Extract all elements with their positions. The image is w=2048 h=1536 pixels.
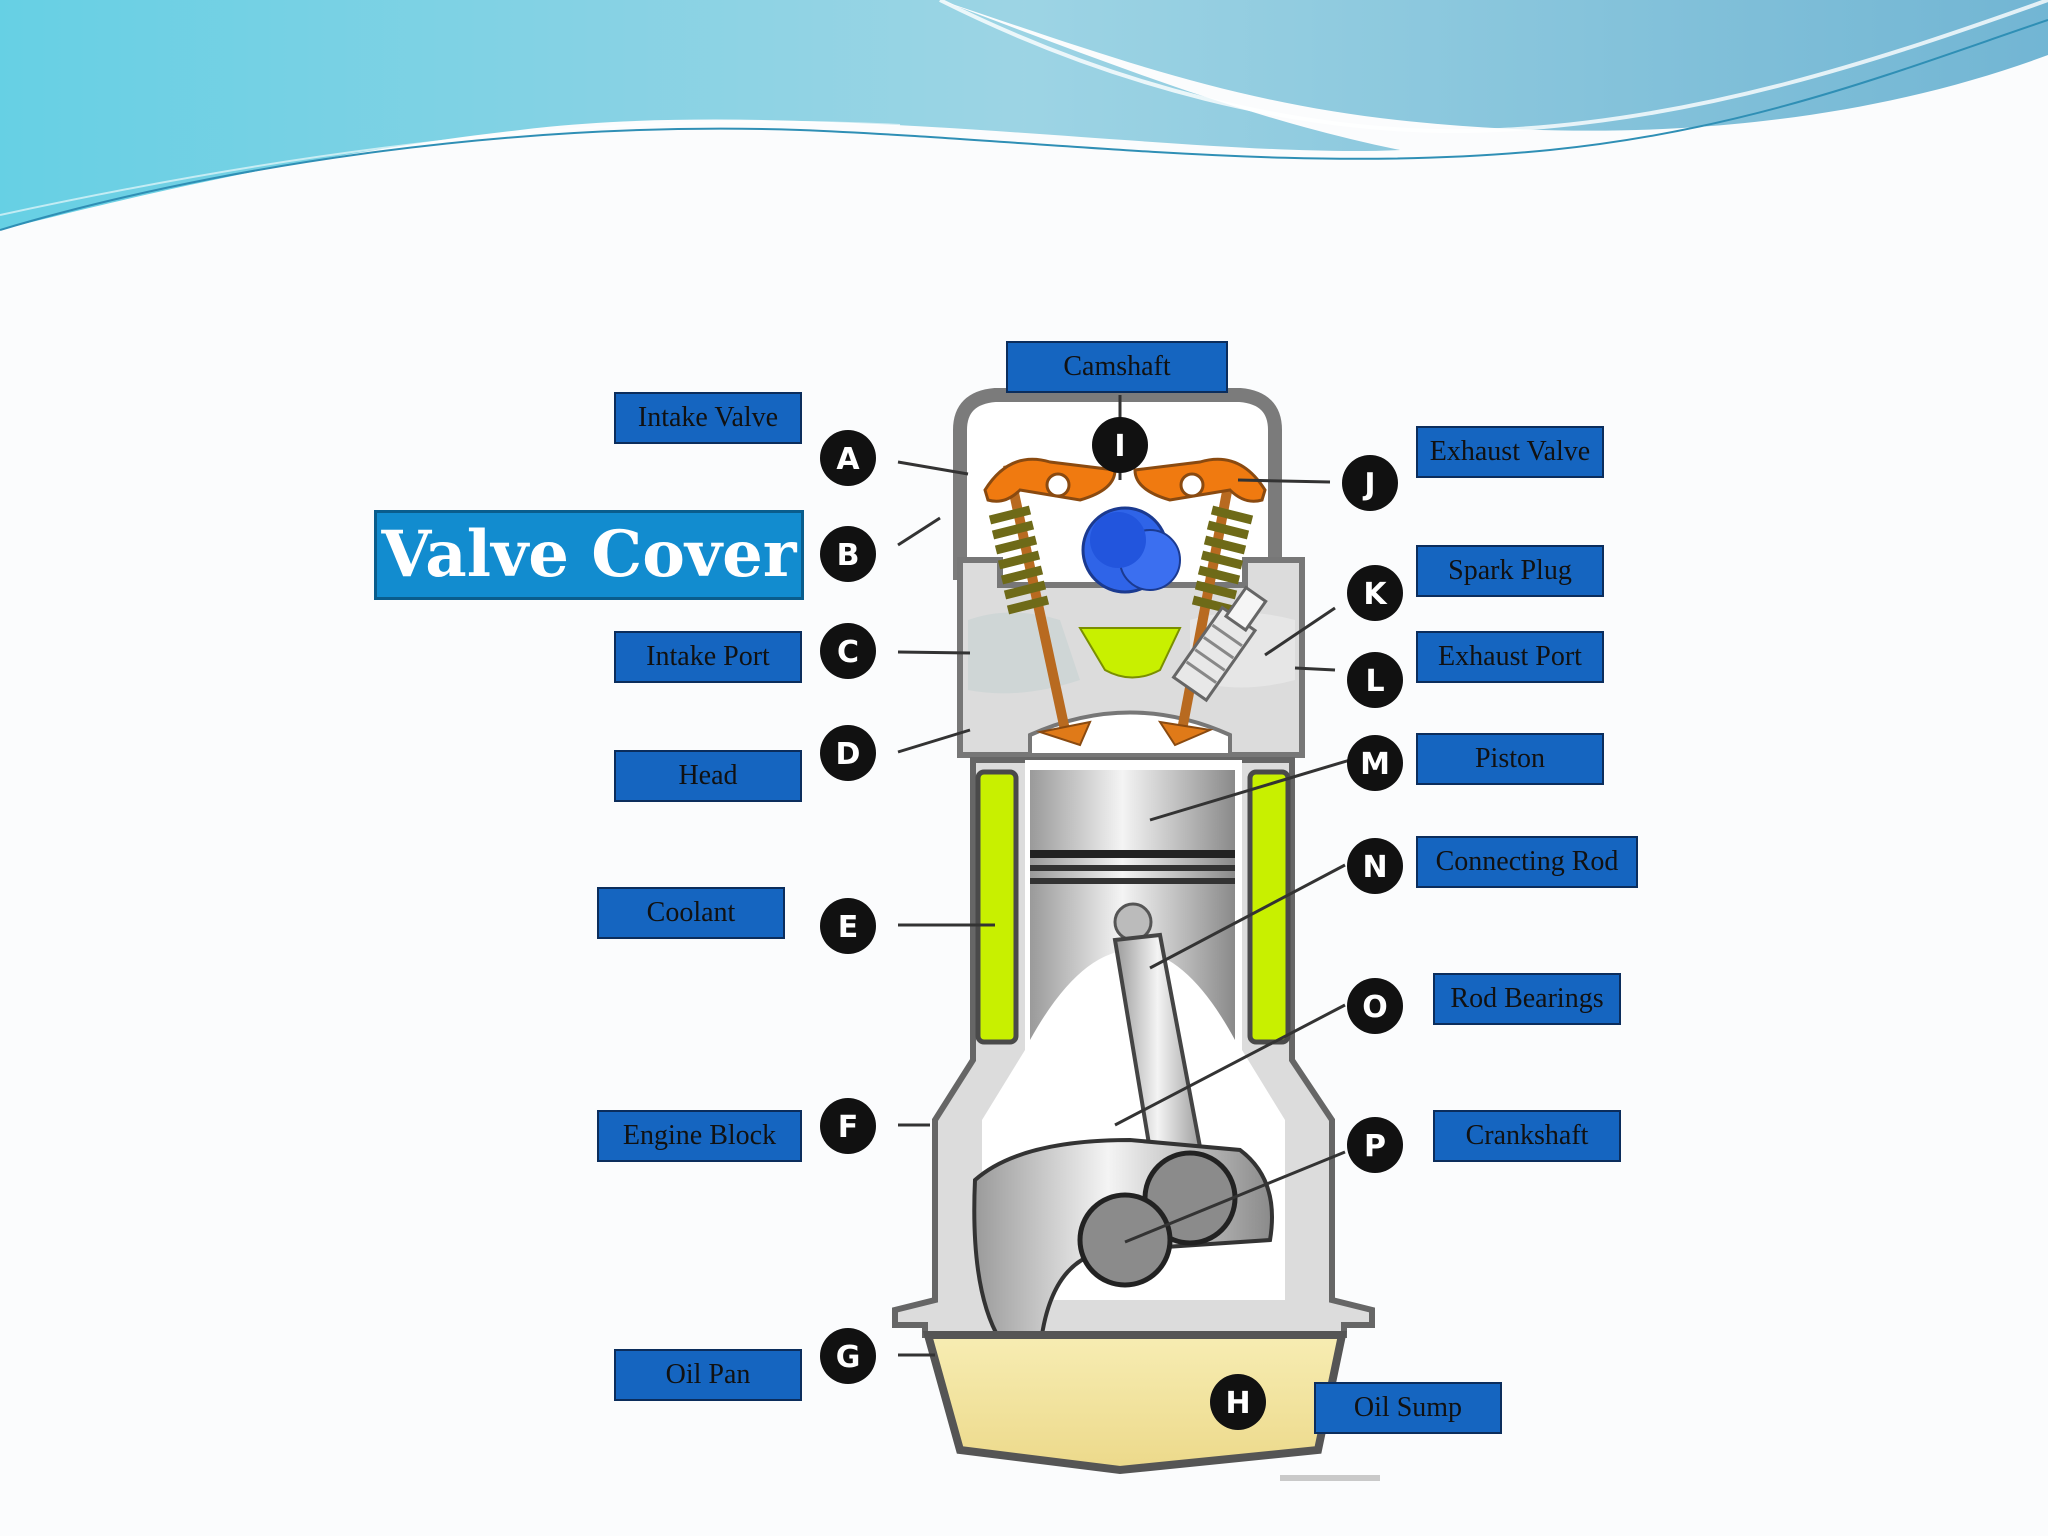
label-connecting-rod: Connecting Rod — [1416, 836, 1638, 888]
intake-valve-shape — [988, 463, 1092, 747]
svg-text:N: N — [1362, 850, 1387, 885]
svg-text:B: B — [837, 538, 860, 573]
svg-text:K: K — [1363, 577, 1388, 612]
label-intake-valve: Intake Valve — [614, 392, 802, 444]
svg-text:O: O — [1362, 990, 1388, 1025]
marker-c: C — [820, 623, 876, 679]
svg-text:F: F — [838, 1110, 859, 1145]
marker-m: M — [1347, 735, 1403, 791]
valve-cover-title: Valve Cover — [374, 510, 804, 600]
svg-text:M: M — [1360, 747, 1390, 782]
coolant-right-shape — [1247, 769, 1291, 1045]
coolant-left-shape — [975, 769, 1019, 1045]
label-engine-block: Engine Block — [597, 1110, 802, 1162]
marker-p: P — [1347, 1117, 1403, 1173]
svg-text:J: J — [1362, 467, 1375, 502]
marker-k: K — [1347, 565, 1403, 621]
oil-pan-shape — [922, 1331, 1347, 1475]
label-exhaust-valve: Exhaust Valve — [1416, 426, 1604, 478]
svg-text:C: C — [837, 635, 859, 670]
marker-i: I — [1092, 417, 1148, 473]
svg-text:P: P — [1364, 1129, 1386, 1164]
label-coolant: Coolant — [597, 887, 785, 939]
svg-text:E: E — [838, 910, 859, 945]
svg-text:I: I — [1114, 429, 1125, 464]
spark-plug-shape — [1171, 585, 1268, 703]
svg-text:D: D — [836, 737, 861, 772]
engine-diagram — [892, 388, 1380, 1481]
svg-text:L: L — [1365, 664, 1384, 699]
marker-a: A — [820, 430, 876, 486]
svg-text:H: H — [1225, 1386, 1250, 1421]
marker-b: B — [820, 526, 876, 582]
svg-text:G: G — [836, 1340, 861, 1375]
marker-d: D — [820, 725, 876, 781]
marker-f: F — [820, 1098, 876, 1154]
label-piston: Piston — [1416, 733, 1604, 785]
label-oil-pan: Oil Pan — [614, 1349, 802, 1401]
camshaft-lobe-shape — [1081, 506, 1181, 594]
header-wave-decoration — [0, 0, 2048, 231]
label-oil-sump: Oil Sump — [1314, 1382, 1502, 1434]
combustion-chamber-shape — [1078, 627, 1182, 679]
valve-cover-shape — [953, 388, 1282, 580]
marker-e: E — [820, 898, 876, 954]
label-camshaft: Camshaft — [1006, 341, 1228, 393]
marker-o: O — [1347, 978, 1403, 1034]
label-intake-port: Intake Port — [614, 631, 802, 683]
marker-g: G — [820, 1328, 876, 1384]
marker-n: N — [1347, 838, 1403, 894]
svg-text:A: A — [836, 442, 860, 477]
marker-l: L — [1347, 652, 1403, 708]
label-head: Head — [614, 750, 802, 802]
label-crankshaft: Crankshaft — [1433, 1110, 1621, 1162]
label-spark-plug: Spark Plug — [1416, 545, 1604, 597]
label-rod-bearings: Rod Bearings — [1433, 973, 1621, 1025]
marker-h: H — [1210, 1374, 1266, 1430]
label-exhaust-port: Exhaust Port — [1416, 631, 1604, 683]
marker-j: J — [1342, 455, 1398, 511]
